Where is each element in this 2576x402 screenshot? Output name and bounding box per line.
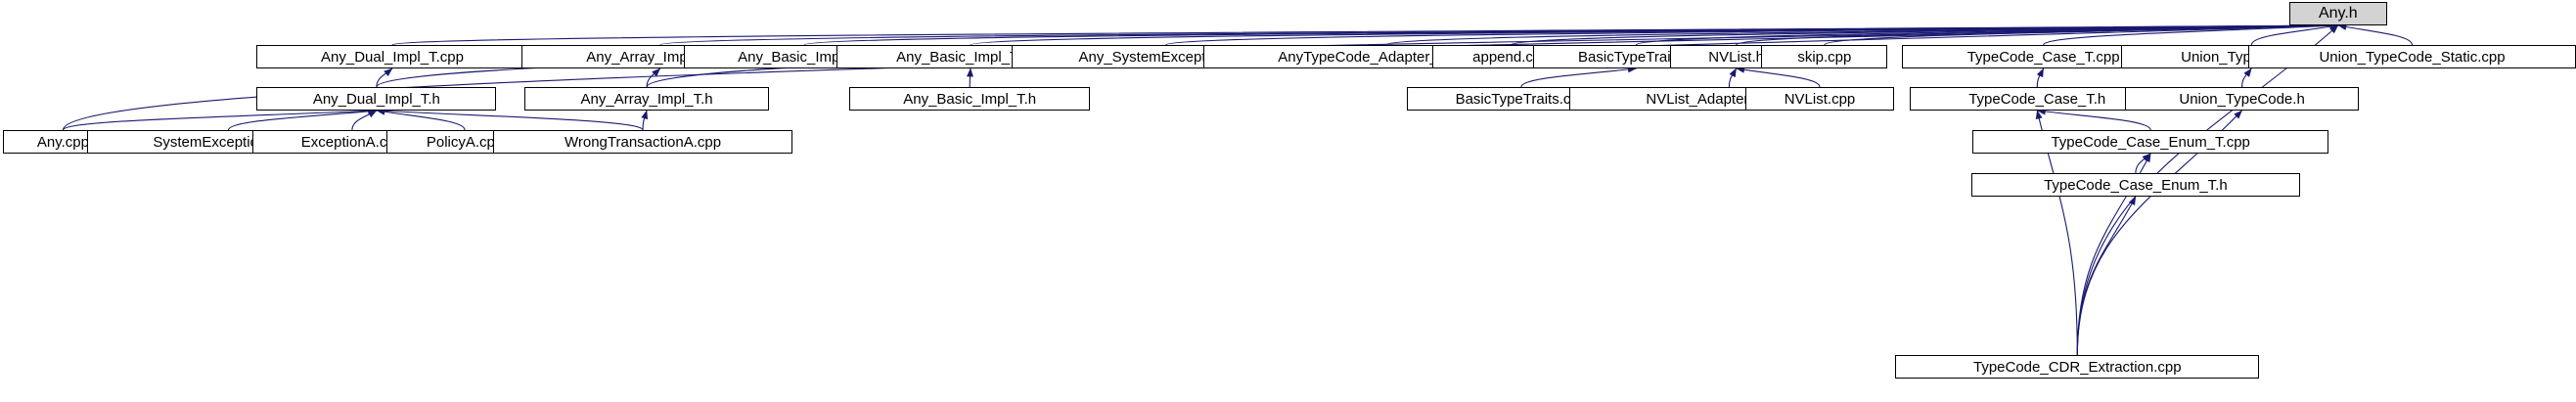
graph-node-label: PolicyA.cpp: [426, 133, 504, 151]
graph-edge: [1384, 22, 2339, 46]
graph-edge: [1824, 22, 2339, 46]
graph-edge: [966, 67, 973, 88]
graph-edge: [376, 108, 466, 131]
graph-edge: [2241, 67, 2252, 88]
graph-node-label: TypeCode_CDR_Extraction.cpp: [1972, 358, 2182, 376]
graph-node-label: TypeCode_Case_Enum_T.cpp: [2051, 133, 2250, 151]
graph-node-label: Any_Dual_Impl_T.h: [312, 90, 440, 108]
graph-edge: [1728, 67, 1738, 88]
graph-node-label: Any_Array_Impl_T.h: [580, 90, 713, 108]
graph-edge: [641, 110, 649, 131]
graph-node-label: skip.cpp: [1797, 48, 1852, 66]
graph-node-union-typecode-static-cpp[interactable]: Union_TypeCode_Static.cpp: [2248, 45, 2576, 68]
graph-node-label: TypeCode_Case_T.cpp: [1966, 48, 2120, 66]
graph-node-any-dual-impl-t-h[interactable]: Any_Dual_Impl_T.h: [256, 87, 497, 111]
graph-edge: [1165, 22, 2339, 46]
graph-node-any-dual-impl-t-cpp[interactable]: Any_Dual_Impl_T.cpp: [256, 45, 528, 68]
graph-edge: [659, 22, 2339, 46]
graph-node-label: ExceptionA.cpp: [300, 133, 404, 151]
graph-edge: [227, 108, 378, 131]
graph-edge: [1635, 22, 2339, 46]
graph-node-label: NVList.cpp: [1784, 90, 1856, 108]
graph-edge: [2135, 153, 2151, 174]
graph-node-wrongtransactiona-cpp[interactable]: WrongTransactionA.cpp: [493, 130, 793, 154]
graph-node-typecode-case-enum-t-h[interactable]: TypeCode_Case_Enum_T.h: [1970, 173, 2301, 197]
graph-edge: [803, 22, 2339, 46]
graph-node-label: WrongTransactionA.cpp: [564, 133, 722, 151]
graph-edge: [376, 107, 644, 131]
graph-node-label: Union_TypeCode.h: [2179, 90, 2305, 108]
graph-node-label: Any.cpp: [36, 133, 89, 151]
graph-edge: [2043, 22, 2339, 46]
graph-node-label: Any.h: [2318, 5, 2358, 22]
graph-node-any-array-impl-t-h[interactable]: Any_Array_Impl_T.h: [524, 87, 769, 111]
graph-node-any-basic-impl-t-h[interactable]: Any_Basic_Impl_T.h: [849, 87, 1091, 111]
graph-node-label: NVList.h: [1708, 48, 1764, 66]
graph-edge: [1736, 22, 2339, 46]
graph-node-label: TypeCode_Case_Enum_T.h: [2044, 176, 2228, 194]
graph-node-nvlist-cpp[interactable]: NVList.cpp: [1745, 87, 1894, 111]
graph-node-typecode-case-enum-t-cpp[interactable]: TypeCode_Case_Enum_T.cpp: [1972, 130, 2329, 154]
graph-edge: [2036, 67, 2045, 88]
graph-node-label: Union_TypeCode_Static.cpp: [2319, 48, 2506, 66]
graph-edge: [2250, 22, 2339, 46]
graph-edge: [351, 110, 378, 131]
graph-node-union-typecode-h[interactable]: Union_TypeCode.h: [2125, 87, 2359, 111]
graph-node-label: Any_Basic_Impl_T.h: [903, 90, 1037, 108]
graph-edge: [1520, 66, 1637, 88]
graph-edge: [1736, 66, 1821, 88]
graph-edge: [2076, 196, 2137, 356]
graph-edge: [1510, 22, 2339, 46]
graph-edge: [970, 22, 2339, 46]
graph-edge: [646, 67, 661, 88]
graph-edge: [376, 67, 393, 88]
graph-node-any-h[interactable]: Any.h: [2288, 2, 2387, 25]
graph-node-skip-cpp[interactable]: skip.cpp: [1761, 45, 1888, 68]
graph-edge: [62, 22, 2339, 131]
graph-node-label: Any_Dual_Impl_T.cpp: [321, 48, 464, 66]
graph-edge: [391, 22, 2339, 46]
graph-node-typecode-cdr-extraction-cpp[interactable]: TypeCode_CDR_Extraction.cpp: [1895, 355, 2260, 379]
graph-edge: [2036, 108, 2151, 131]
graph-edge: [2337, 23, 2414, 46]
graph-edge: [62, 107, 378, 131]
graph-node-label: TypeCode_Case_T.h: [1968, 90, 2106, 108]
